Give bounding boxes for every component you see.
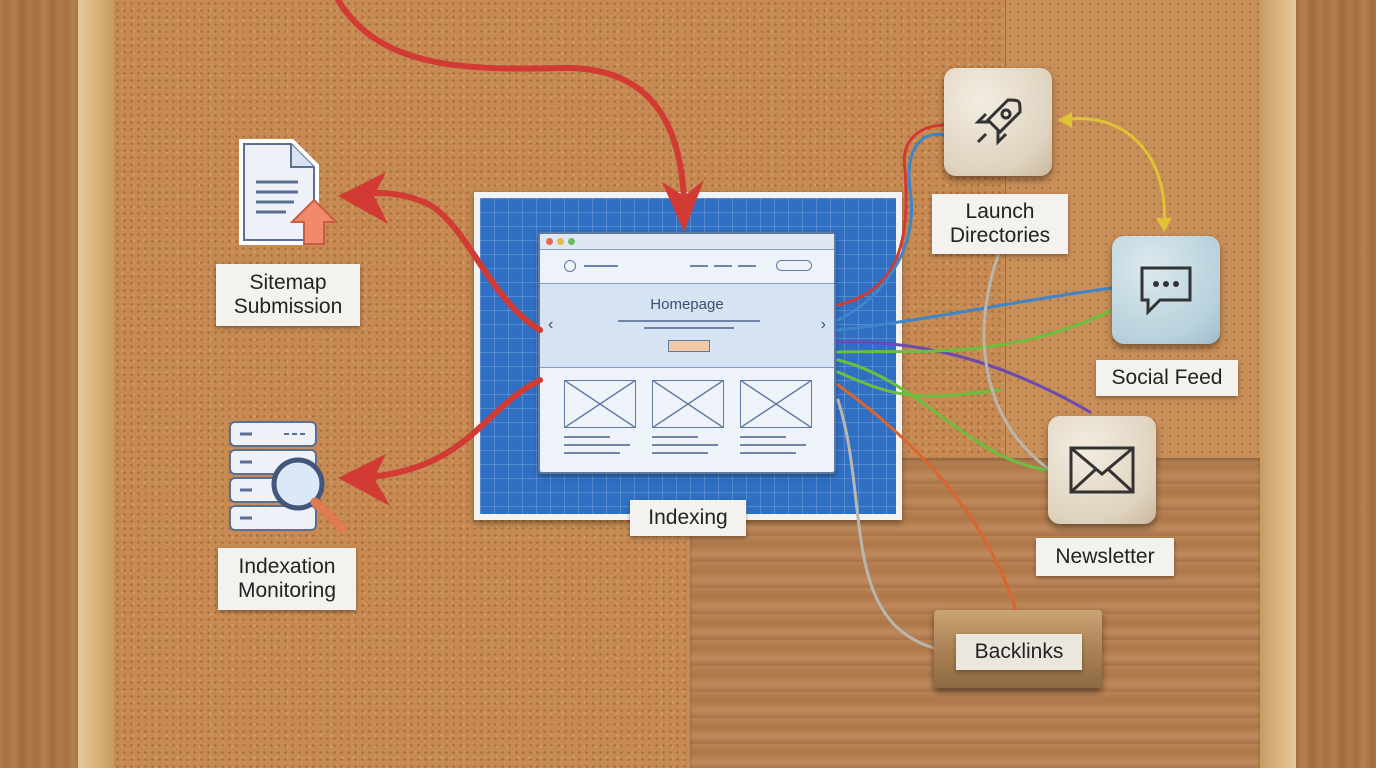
cta-button-shape bbox=[668, 340, 710, 352]
nav-line bbox=[690, 265, 708, 267]
social-feed-tile bbox=[1112, 236, 1220, 344]
chat-bubble-icon bbox=[1140, 266, 1192, 316]
indexing-label: Indexing bbox=[630, 500, 746, 536]
indexation-monitoring-label: Indexation Monitoring bbox=[218, 548, 356, 610]
text-line bbox=[740, 444, 806, 446]
image-placeholder-icon bbox=[652, 380, 724, 428]
maximize-dot-icon bbox=[568, 238, 575, 245]
backlinks-label: Backlinks bbox=[956, 634, 1082, 670]
hero-underline bbox=[618, 320, 760, 322]
hero-underline bbox=[644, 327, 734, 329]
close-dot-icon bbox=[546, 238, 553, 245]
arrow-head-icon bbox=[338, 172, 388, 224]
rocket-icon bbox=[974, 98, 1022, 146]
text-line bbox=[652, 436, 698, 438]
browser-title-bar bbox=[540, 234, 834, 250]
logo-circle-icon bbox=[564, 260, 576, 272]
envelope-icon bbox=[1069, 446, 1135, 494]
chevron-left-icon: ‹ bbox=[548, 316, 554, 333]
board-frame-left bbox=[78, 0, 114, 768]
image-placeholder-icon bbox=[564, 380, 636, 428]
text-line bbox=[564, 436, 610, 438]
image-placeholder-icon bbox=[740, 380, 812, 428]
text-line bbox=[740, 436, 786, 438]
nav-line bbox=[584, 265, 618, 267]
launch-directories-tile bbox=[944, 68, 1052, 176]
text-line bbox=[652, 444, 718, 446]
indexation-arrow-thread bbox=[357, 377, 543, 481]
nav-line bbox=[714, 265, 732, 267]
nav-button-shape bbox=[776, 260, 812, 271]
text-line bbox=[652, 452, 708, 454]
nav-line bbox=[738, 265, 756, 267]
arrow-head-icon bbox=[338, 454, 390, 506]
board-frame-right bbox=[1260, 0, 1296, 768]
browser-nav bbox=[540, 250, 834, 284]
hero-title: Homepage bbox=[650, 296, 724, 313]
sitemap-arrow-thread bbox=[347, 190, 543, 333]
launch-directories-label: Launch Directories bbox=[932, 194, 1068, 254]
text-line bbox=[740, 452, 796, 454]
newsletter-label: Newsletter bbox=[1036, 538, 1174, 576]
inbound-arrow-thread bbox=[335, 0, 687, 203]
document-upload-icon bbox=[239, 139, 339, 245]
social-feed-label: Social Feed bbox=[1096, 360, 1238, 396]
arrow-head-icon bbox=[662, 180, 704, 232]
chevron-right-icon: › bbox=[820, 316, 826, 333]
sitemap-submission-label: Sitemap Submission bbox=[216, 264, 360, 326]
text-line bbox=[564, 452, 620, 454]
minimize-dot-icon bbox=[557, 238, 564, 245]
newsletter-tile bbox=[1048, 416, 1156, 524]
hero-section: Homepage ‹ › bbox=[540, 284, 834, 368]
server-search-icon bbox=[229, 421, 347, 533]
text-line bbox=[564, 444, 630, 446]
homepage-browser-mockup: Homepage ‹ › bbox=[538, 232, 836, 474]
